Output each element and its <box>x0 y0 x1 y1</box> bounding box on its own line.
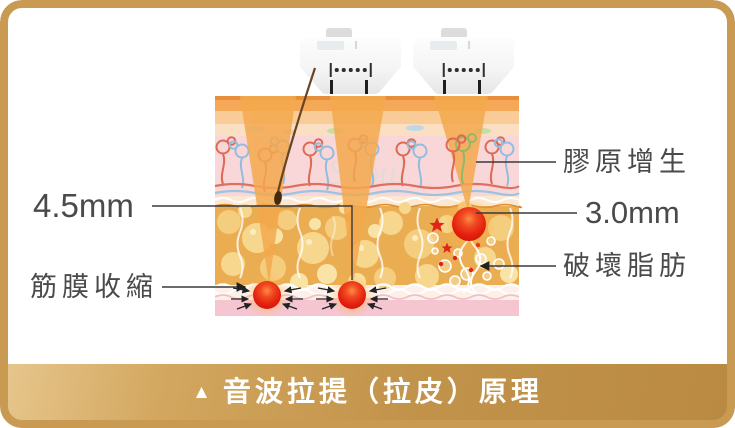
ultrasound-beams <box>240 96 488 284</box>
hair-follicle <box>274 67 317 205</box>
handpiece-window-icon <box>430 41 457 50</box>
transducer-tick <box>443 80 446 94</box>
burst-star-icon <box>429 217 481 273</box>
triangle-marker: ▲ <box>192 381 211 403</box>
label-fat-destruction: 破壞脂肪 <box>563 251 691 281</box>
label-depth-3-0mm: 3.0mm <box>585 195 680 230</box>
transducer-tick <box>478 80 481 94</box>
transducer-dots-icon <box>329 63 372 77</box>
handpiece-seam <box>355 41 357 49</box>
ultrasound-handpiece-left <box>300 37 401 94</box>
label-depth-4-5mm: 4.5mm <box>33 187 134 224</box>
handpiece-window-icon <box>317 41 344 50</box>
transducer-tick <box>330 80 333 94</box>
transducer-tick <box>365 80 368 94</box>
ultrasound-handpiece-right <box>413 37 514 94</box>
caption-title: 音波拉提（拉皮）原理 <box>222 376 543 407</box>
caption-banner: ▲ 音波拉提（拉皮）原理 <box>0 364 735 428</box>
transducer-dots-icon <box>442 63 485 77</box>
handpiece-seam <box>468 41 470 49</box>
label-fascia-contraction: 筋膜收縮 <box>30 272 158 302</box>
heat-points <box>244 197 496 318</box>
label-collagen-regeneration: 膠原增生 <box>563 147 691 177</box>
skin-cross-section-diagram: Seoul <box>214 67 522 318</box>
